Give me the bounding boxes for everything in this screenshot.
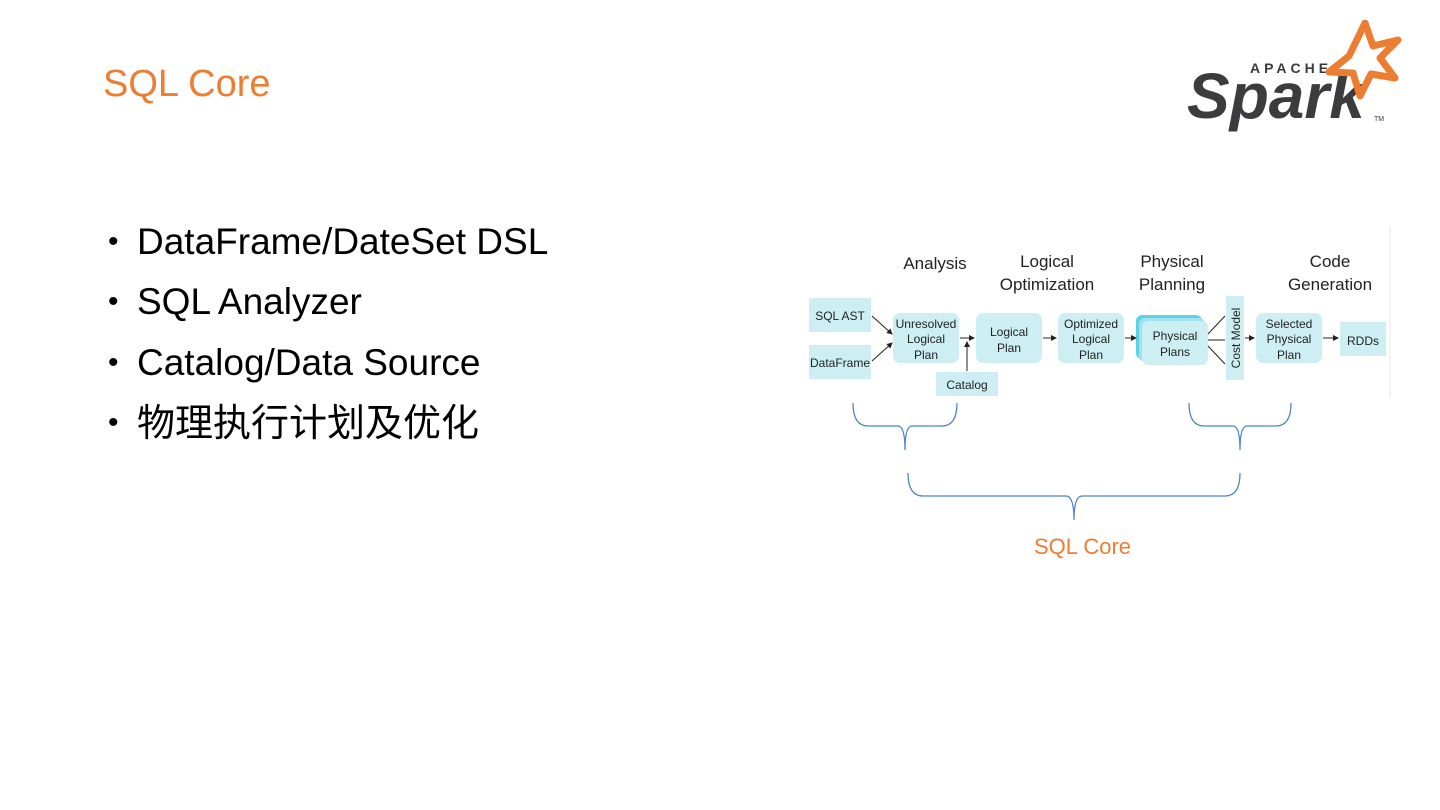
box-sql-ast (809, 298, 871, 332)
box-catalog (936, 372, 998, 396)
bullet-item: •物理执行计划及优化 (108, 400, 480, 445)
svg-text:Plan: Plan (1277, 348, 1301, 362)
logo-tm-text: TM (1374, 116, 1384, 123)
phase-analysis: Analysis (903, 254, 966, 273)
spark-star-icon (1325, 20, 1402, 100)
svg-text:Plans: Plans (1160, 345, 1190, 359)
box-logical-plan (976, 313, 1042, 363)
phase-code-generation-2: Generation (1288, 275, 1372, 294)
box-selected-physical-plan (1256, 313, 1322, 363)
arrow-physical-to-cost-3 (1207, 345, 1226, 365)
phase-code-generation-1: Code (1310, 252, 1351, 271)
arrow-sql-ast (871, 315, 893, 335)
box-cost-model-label: Cost Model (1229, 308, 1243, 369)
box-catalog-label: Catalog (946, 378, 987, 392)
svg-text:Logical: Logical (907, 332, 945, 346)
box-rdds (1340, 322, 1386, 356)
box-physical-plans (1142, 321, 1208, 365)
svg-text:Physical: Physical (1267, 332, 1312, 346)
bullet-item: •SQL Analyzer (108, 281, 362, 323)
svg-text:Plan: Plan (1079, 348, 1103, 362)
box-dataframe-label: DataFrame (810, 356, 870, 370)
logo-apache-text: APACHE (1250, 60, 1332, 76)
brace-sql-core (907, 472, 1241, 521)
svg-text:Plan: Plan (997, 341, 1021, 355)
svg-text:Logical: Logical (990, 325, 1028, 339)
svg-text:Logical: Logical (1072, 332, 1110, 346)
catalyst-pipeline-diagram: Analysis Logical Optimization Physical P… (809, 226, 1391, 521)
svg-text:Unresolved: Unresolved (896, 317, 957, 331)
sql-core-label: SQL Core (1034, 534, 1132, 559)
box-optimized-logical-plan (1058, 313, 1124, 363)
bullet-list: •DataFrame/DateSet DSL •SQL Analyzer •Ca… (108, 218, 548, 459)
bullet-item: •DataFrame/DateSet DSL (108, 221, 549, 262)
arrow-physical-to-cost-1 (1207, 315, 1226, 335)
box-dataframe (809, 345, 871, 379)
bullet-item: •Catalog/Data Source (108, 341, 481, 383)
brace-left (852, 402, 958, 451)
svg-text:Optimized: Optimized (1064, 317, 1118, 331)
svg-text:Physical: Physical (1153, 329, 1198, 343)
brace-right (1188, 402, 1292, 451)
box-rdds-label: RDDs (1347, 334, 1379, 348)
apache-spark-logo: APACHE Spark TM (1187, 20, 1402, 132)
svg-text:Selected: Selected (1266, 317, 1313, 331)
svg-text:Plan: Plan (914, 348, 938, 362)
phase-physical-planning-2: Planning (1139, 275, 1205, 294)
box-sql-ast-label: SQL AST (815, 309, 865, 323)
phase-logical-optimization-1: Logical (1020, 252, 1074, 271)
slide-title: SQL Core (103, 63, 271, 105)
box-cost-model (1226, 296, 1244, 380)
arrow-dataframe (871, 342, 893, 362)
box-unresolved-logical-plan (893, 313, 959, 363)
phase-physical-planning-1: Physical (1140, 252, 1203, 271)
phase-logical-optimization-2: Optimization (1000, 275, 1094, 294)
